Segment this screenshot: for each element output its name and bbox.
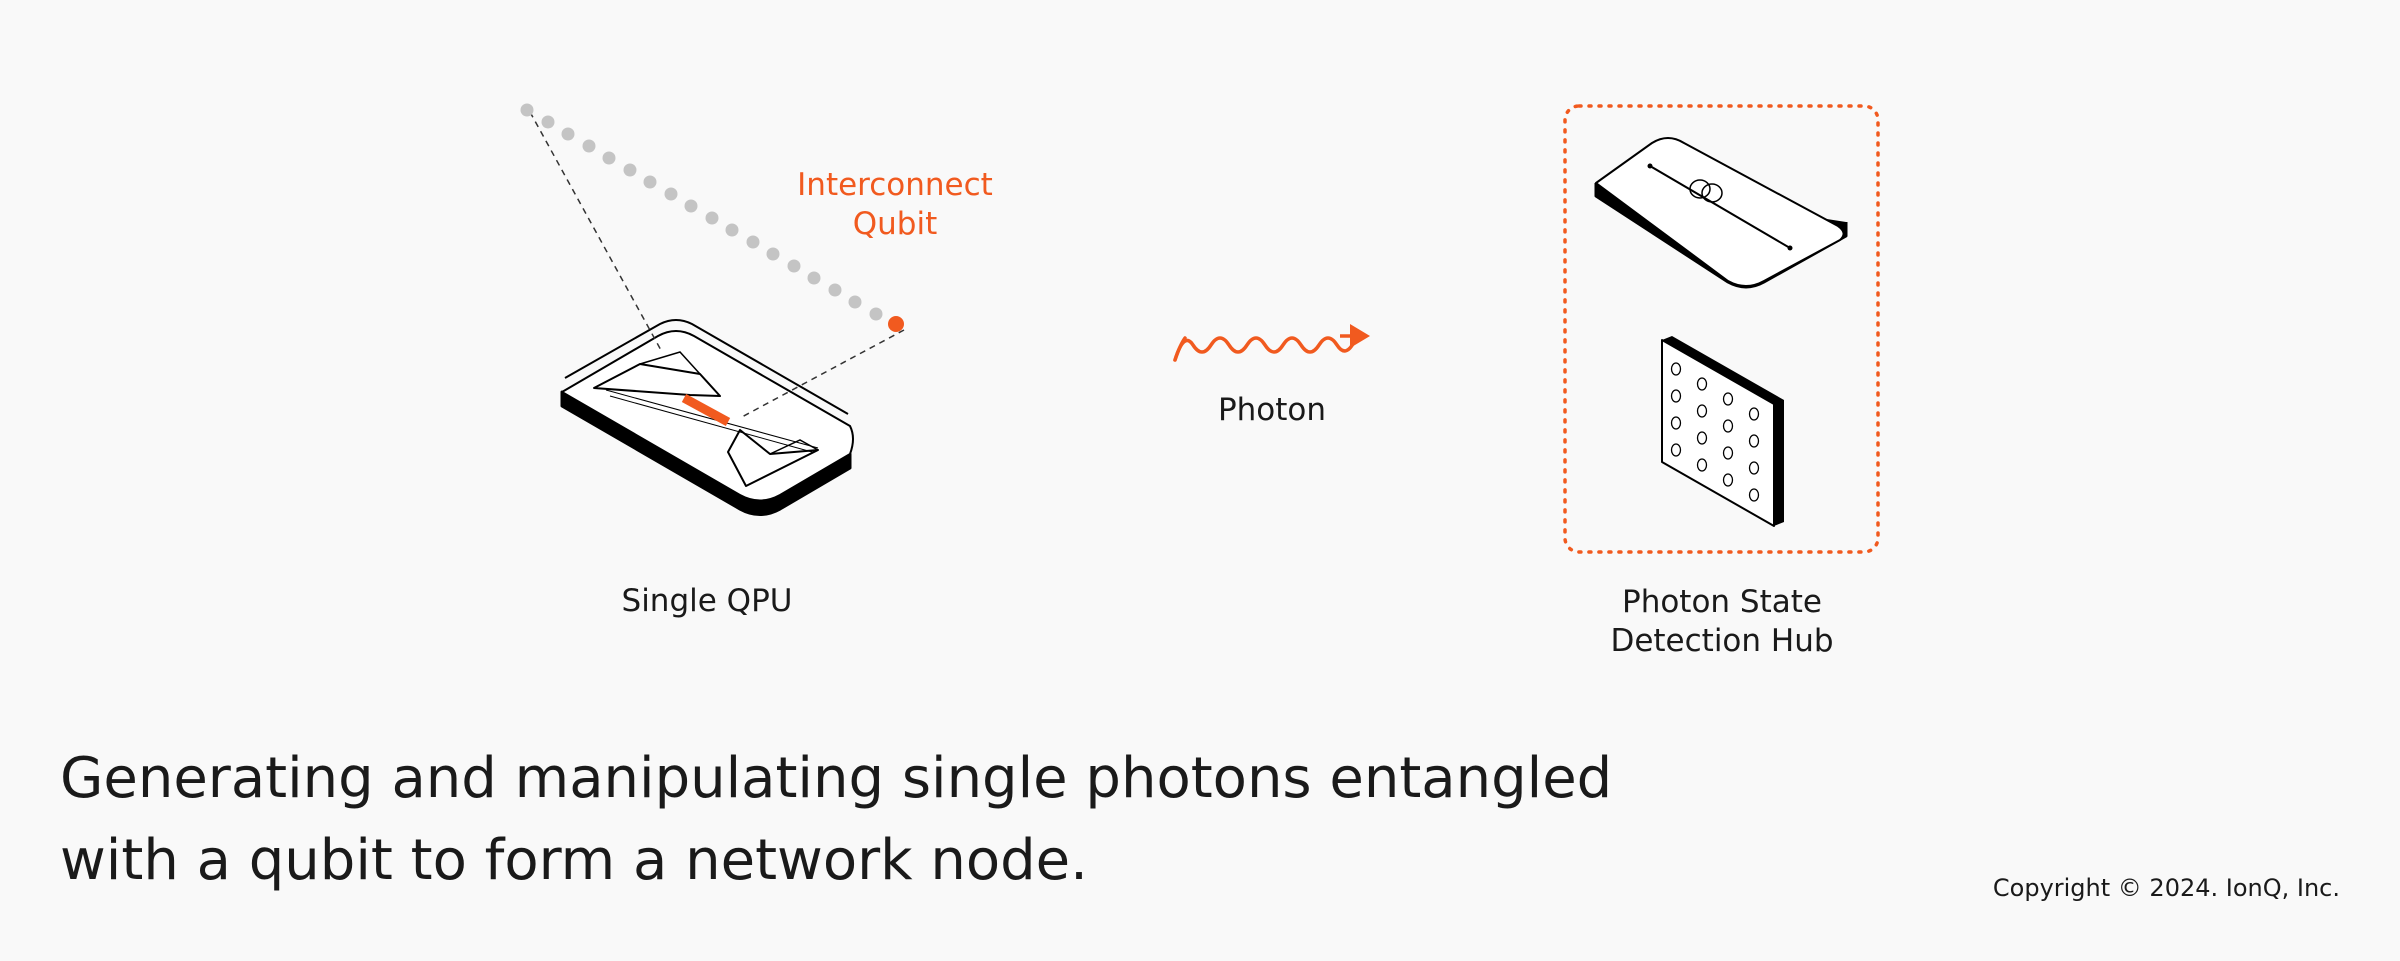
photon-wave-icon [1173,324,1370,362]
detection-hub-label-line2: Detection Hub [1610,623,1834,659]
caption: Generating and manipulating single photo… [60,738,1660,902]
copyright-notice: Copyright © 2024. IonQ, Inc. [1992,874,2340,902]
beam-splitter-board [1594,137,1848,289]
single-qpu-chip [529,111,905,516]
interconnect-qubit-label: Interconnect Qubit [770,166,1020,244]
interconnect-qubit-label-line1: Interconnect [797,167,993,203]
detection-hub-label: Photon State Detection Hub [1562,583,1882,661]
interconnect-qubit-label-line2: Qubit [852,206,938,242]
arrow-head-icon [1350,324,1370,348]
photon-label: Photon [1217,392,1327,428]
single-qpu-label: Single QPU [621,583,793,619]
caption-line1: Generating and manipulating single photo… [60,746,1613,811]
caption-line2: with a qubit to form a network node. [60,828,1088,893]
ion-chain [520,103,904,332]
detection-hub-frame [1563,104,1880,554]
interconnect-qubit-dot [888,316,904,332]
detector-array [1661,336,1784,527]
detection-hub-label-line1: Photon State [1622,584,1822,620]
